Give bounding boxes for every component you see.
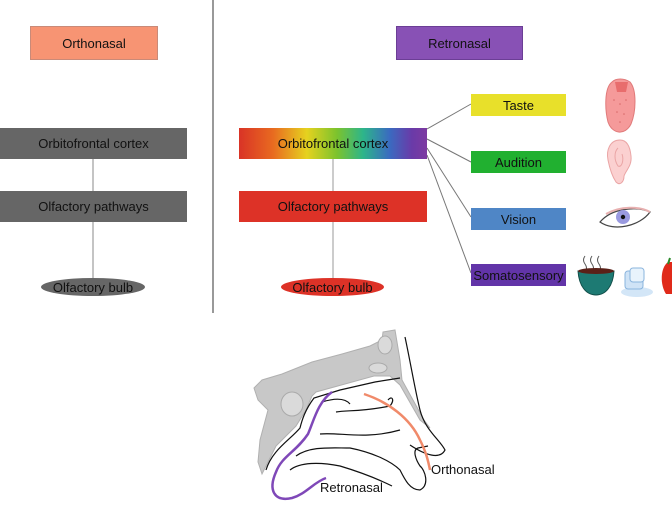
ice-cube-icon [621, 267, 653, 297]
right-olfactory-bulb: Olfactory bulb [281, 278, 384, 296]
connector-somatosensory [426, 154, 472, 274]
tongue-icon [605, 78, 636, 133]
ear-icon [607, 139, 632, 185]
steaming-bowl-icon [577, 255, 615, 296]
sense-somatosensory: Somatosensory [471, 264, 566, 286]
right-olfactory-pathways: Olfactory pathways [239, 191, 427, 222]
orthonasal-path [363, 392, 432, 471]
right-orbitofrontal-cortex: Orbitofrontal cortex [239, 128, 427, 159]
nasal-outline [265, 336, 446, 491]
eye-icon [599, 206, 651, 228]
sense-taste: Taste [471, 94, 566, 116]
retronasal-header: Retronasal [396, 26, 523, 60]
retronasal-path [271, 390, 333, 501]
sense-vision: Vision [471, 208, 566, 230]
orthonasal-header: Orthonasal [30, 26, 158, 60]
connector-audition [426, 138, 472, 163]
connector-vision [426, 147, 472, 218]
orthonasal-label: Orthonasal [431, 462, 495, 477]
left-orbitofrontal-cortex: Orbitofrontal cortex [0, 128, 187, 159]
left-olfactory-bulb: Olfactory bulb [41, 278, 145, 296]
chili-pepper-icon [661, 257, 672, 294]
left-olfactory-pathways: Olfactory pathways [0, 191, 187, 222]
sense-audition: Audition [471, 151, 566, 173]
nasal-bone-tissue [253, 329, 431, 476]
connector-taste [426, 103, 472, 130]
retronasal-label: Retronasal [320, 480, 383, 495]
